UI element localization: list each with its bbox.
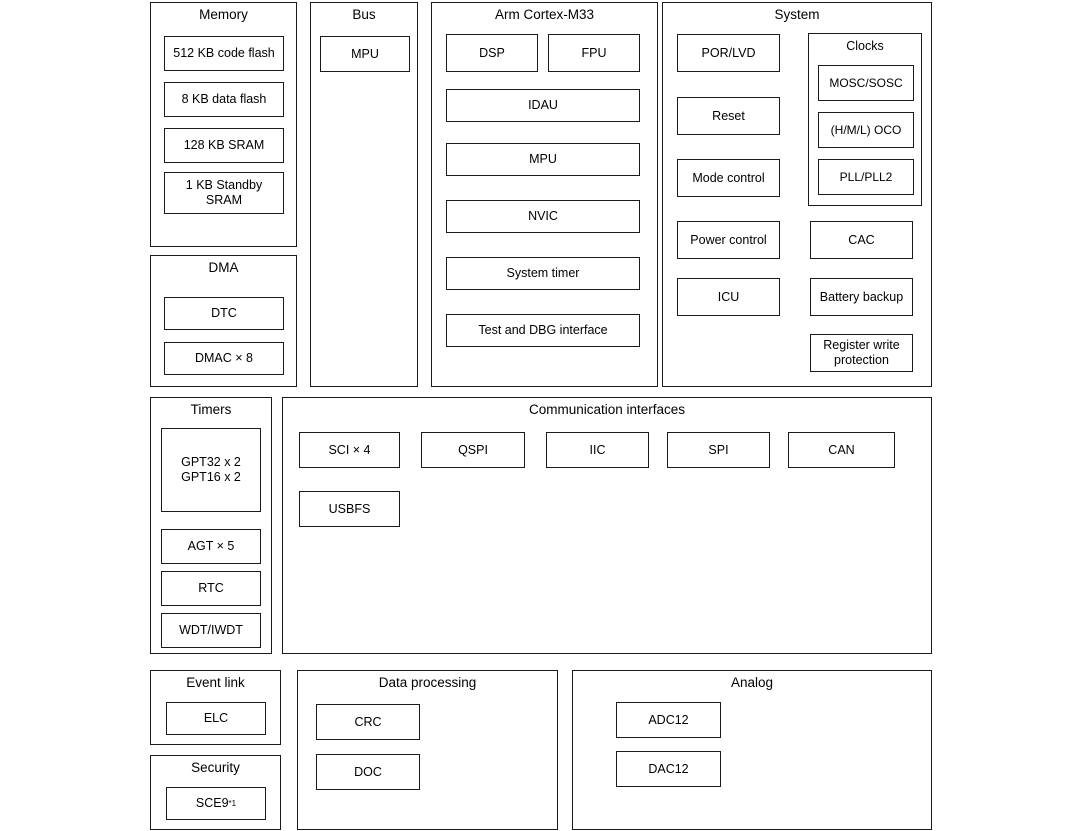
group-event-link: Event link ELC — [150, 670, 281, 745]
block-elc: ELC — [166, 702, 266, 735]
block-idau: IDAU — [446, 89, 640, 122]
group-cpu-title: Arm Cortex-M33 — [494, 7, 594, 22]
block-dmac: DMAC × 8 — [164, 342, 284, 375]
group-dma: DMA DTC DMAC × 8 — [150, 255, 297, 387]
block-agt: AGT × 5 — [161, 529, 261, 564]
block-mosc-sosc: MOSC/SOSC — [818, 65, 914, 101]
block-doc: DOC — [316, 754, 420, 790]
block-register-write-protection: Register write protection — [810, 334, 913, 372]
group-bus-title: Bus — [352, 7, 376, 22]
block-gpt: GPT32 x 2 GPT16 x 2 — [161, 428, 261, 512]
block-sram: 128 KB SRAM — [164, 128, 284, 163]
block-pll: PLL/PLL2 — [818, 159, 914, 195]
block-usbfs: USBFS — [299, 491, 400, 527]
block-por-lvd: POR/LVD — [677, 34, 780, 72]
block-nvic: NVIC — [446, 200, 640, 233]
block-oco: (H/M/L) OCO — [818, 112, 914, 148]
block-data-flash: 8 KB data flash — [164, 82, 284, 117]
block-code-flash: 512 KB code flash — [164, 36, 284, 71]
group-system-title: System — [774, 7, 820, 22]
block-sci: SCI × 4 — [299, 432, 400, 468]
block-dac12: DAC12 — [616, 751, 721, 787]
group-dma-title: DMA — [208, 260, 239, 275]
group-analog: Analog ADC12 DAC12 — [572, 670, 932, 830]
block-test-dbg-interface: Test and DBG interface — [446, 314, 640, 347]
block-can: CAN — [788, 432, 895, 468]
group-security: Security SCE9*1 — [150, 755, 281, 830]
block-dtc: DTC — [164, 297, 284, 330]
block-reset: Reset — [677, 97, 780, 135]
block-qspi: QSPI — [421, 432, 525, 468]
group-timers: Timers GPT32 x 2 GPT16 x 2 AGT × 5 RTC W… — [150, 397, 272, 654]
group-memory-title: Memory — [199, 7, 248, 22]
block-mode-control: Mode control — [677, 159, 780, 197]
group-system: System POR/LVD Reset Mode control Power … — [662, 2, 932, 387]
block-battery-backup: Battery backup — [810, 278, 913, 316]
block-wdt-iwdt: WDT/IWDT — [161, 613, 261, 648]
block-cpu-mpu: MPU — [446, 143, 640, 176]
group-bus: Bus MPU — [310, 2, 418, 387]
block-system-timer: System timer — [446, 257, 640, 290]
block-icu: ICU — [677, 278, 780, 316]
group-data-processing-title: Data processing — [378, 675, 477, 690]
group-communication-interfaces: Communication interfaces SCI × 4 QSPI II… — [282, 397, 932, 654]
block-crc: CRC — [316, 704, 420, 740]
block-rtc: RTC — [161, 571, 261, 606]
group-communication-title: Communication interfaces — [528, 402, 686, 417]
block-dsp: DSP — [446, 34, 538, 72]
group-clocks-title: Clocks — [846, 39, 884, 53]
group-arm-cortex-m33: Arm Cortex-M33 DSP FPU IDAU MPU NVIC Sys… — [431, 2, 658, 387]
block-adc12: ADC12 — [616, 702, 721, 738]
block-fpu: FPU — [548, 34, 640, 72]
group-analog-title: Analog — [730, 675, 774, 690]
group-event-link-title: Event link — [186, 675, 245, 690]
group-timers-title: Timers — [190, 402, 232, 417]
block-iic: IIC — [546, 432, 649, 468]
block-sce9-footnote: *1 — [228, 799, 237, 808]
group-security-title: Security — [191, 760, 240, 775]
block-sce9-label: SCE9 — [195, 796, 229, 810]
block-standby-sram: 1 KB Standby SRAM — [164, 172, 284, 214]
group-memory: Memory 512 KB code flash 8 KB data flash… — [150, 2, 297, 247]
block-bus-mpu: MPU — [320, 36, 410, 72]
block-sce9: SCE9*1 — [166, 787, 266, 820]
block-spi: SPI — [667, 432, 770, 468]
group-clocks: Clocks MOSC/SOSC (H/M/L) OCO PLL/PLL2 — [808, 33, 922, 206]
block-power-control: Power control — [677, 221, 780, 259]
group-data-processing: Data processing CRC DOC — [297, 670, 558, 830]
block-cac: CAC — [810, 221, 913, 259]
